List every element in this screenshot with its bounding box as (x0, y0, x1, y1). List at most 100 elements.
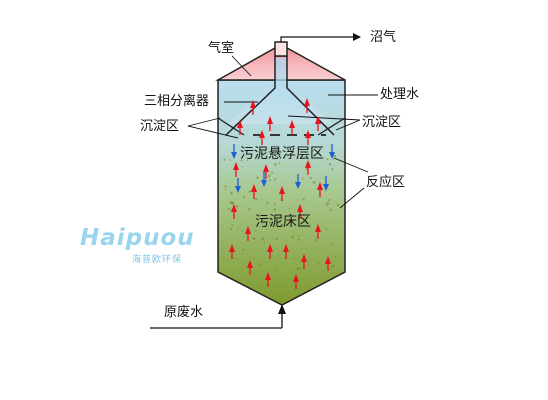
upward-bubble-icon (267, 116, 273, 131)
upward-bubble-icon (229, 244, 235, 259)
sludge-particle (328, 163, 332, 166)
sludge-particle (253, 256, 255, 259)
sludge-particle (248, 190, 251, 193)
upward-bubble-icon (305, 160, 311, 175)
watermark-subtitle: 海普欧环保 (132, 255, 183, 265)
upward-bubble-icon (247, 260, 253, 275)
sludge-particle (277, 255, 280, 257)
sludge-particle (332, 158, 334, 161)
upward-bubble-icon (245, 226, 251, 241)
sludge-particle (228, 207, 231, 210)
upward-gas-bubbles (229, 98, 331, 289)
label-biogas: 沼气 (370, 30, 397, 45)
upward-bubble-icon (317, 182, 323, 197)
sludge-particle (246, 159, 249, 162)
sludge-particle (230, 191, 233, 195)
sludge-particle (285, 152, 288, 155)
sludge-particle (254, 198, 258, 201)
sludge-particle (309, 177, 312, 179)
sludge-particle (268, 176, 270, 178)
leader-lines (187, 55, 378, 209)
upward-bubble-icon (283, 244, 289, 259)
sludge-particle (314, 239, 317, 242)
sludge-particle (259, 152, 262, 154)
sludge-particle (248, 208, 251, 211)
sludge-particle (229, 201, 233, 205)
label-settling-zone-left: 沉淀区 (140, 119, 180, 134)
downward-flow-icon (329, 144, 335, 159)
upward-bubble-icon (231, 204, 237, 219)
label-three-phase-separator: 三相分离器 (144, 94, 210, 109)
upward-bubble-icon (259, 130, 265, 145)
sludge-particle (291, 235, 294, 239)
sludge-particle (241, 249, 243, 251)
sludge-particle (326, 202, 330, 205)
downward-flow-icon (231, 144, 237, 159)
sludge-particle (331, 168, 334, 171)
upward-bubble-icon (250, 100, 256, 115)
upward-bubble-icon (263, 164, 269, 179)
upward-bubble-icon (315, 116, 321, 131)
sludge-particle (268, 221, 272, 224)
sludge-particle (331, 264, 335, 268)
right-deflector (317, 117, 346, 136)
sludge-particle (297, 238, 300, 241)
biogas-outlet-line (280, 33, 361, 42)
sludge-particle (336, 203, 340, 207)
watermark-brand: Haipuou (80, 225, 195, 251)
upward-bubble-icon (304, 98, 310, 113)
sludge-particle (278, 162, 281, 165)
sludge-particle (300, 268, 302, 270)
sludge-particle (260, 214, 263, 217)
upward-bubble-icon (237, 120, 243, 135)
sludge-particle (283, 264, 285, 266)
sludge-particle (271, 171, 274, 174)
downward-flow-icon (261, 172, 267, 187)
sludge-particle (224, 189, 226, 191)
sludge-particle (312, 181, 316, 184)
upward-bubble-icon (301, 254, 307, 269)
sludge-particle (273, 203, 276, 205)
sludge-particle (292, 257, 295, 260)
sludge-particle (261, 237, 264, 241)
sludge-particle (330, 243, 333, 246)
sludge-particle (264, 149, 267, 152)
upward-bubble-icon (297, 204, 303, 219)
sludge-particle (265, 155, 268, 158)
upward-bubble-icon (233, 162, 239, 177)
upward-bubble-icon (265, 272, 271, 287)
sludge-particle (266, 201, 269, 204)
label-raw-wastewater: 原废水 (164, 305, 204, 320)
upward-bubble-icon (315, 224, 321, 239)
upward-bubble-icon (251, 184, 257, 199)
sludge-particle (256, 176, 259, 179)
sludge-particle (302, 198, 305, 201)
sludge-particle (227, 208, 230, 211)
label-settling-zone-right: 沉淀区 (362, 115, 402, 130)
sludge-particle (241, 230, 243, 232)
sludge-particle (322, 248, 324, 251)
downward-flow-icon (323, 176, 329, 191)
sludge-particle (242, 248, 245, 251)
sludge-particle (223, 158, 226, 161)
sludge-particle (297, 235, 300, 237)
sludge-particle (328, 199, 331, 202)
label-sludge-suspension-layer: 污泥悬浮层区 (240, 146, 324, 162)
sludge-particle (288, 208, 290, 210)
sludge-particle (254, 229, 257, 232)
sludge-particle (259, 212, 261, 214)
sludge-particle (326, 158, 329, 161)
upward-bubble-icon (325, 256, 331, 271)
downward-settling-flows (231, 144, 335, 193)
sludge-particle (296, 267, 300, 271)
sludge-particle (229, 159, 231, 161)
sludge-particle (317, 262, 320, 265)
sludge-particle (231, 223, 234, 226)
sludge-particle (325, 228, 328, 230)
upward-bubble-icon (305, 130, 311, 145)
upward-bubble-icon (293, 274, 299, 289)
gas-outlet-pipe (274, 41, 288, 57)
sludge-particle (273, 208, 276, 211)
sludge-particle (274, 178, 277, 181)
